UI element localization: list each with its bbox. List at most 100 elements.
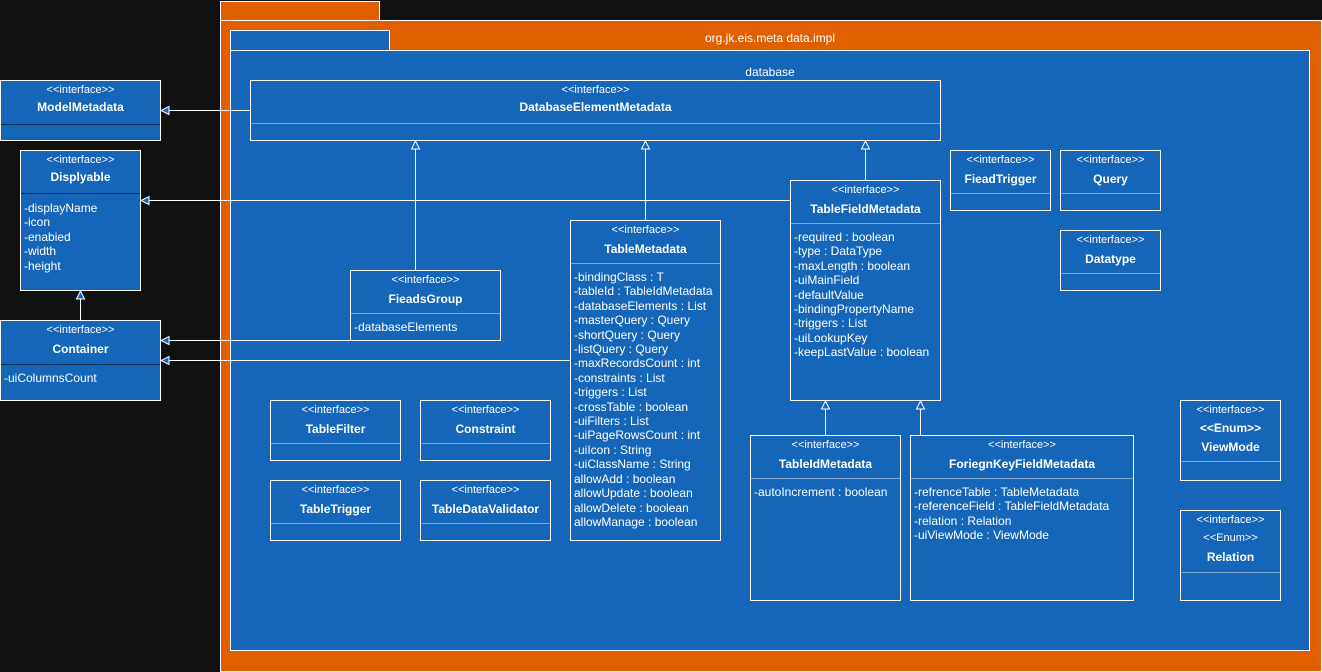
class-table-id-metadata: <<interface>> TableIdMetadata -autoIncre…: [750, 435, 901, 601]
stereotype: <<interface>>: [1076, 154, 1145, 166]
attribute: -icon: [24, 215, 51, 230]
class-name: ForiegnKeyFieldMetadata: [948, 457, 1096, 471]
compartment-divider: [271, 523, 400, 524]
stereotype: <<interface>>: [46, 84, 115, 96]
outer-package-tab: [220, 1, 380, 20]
class-fieads-group: <<interface>> FieadsGroup -databaseEleme…: [350, 270, 501, 341]
attribute: -defaultValue: [794, 287, 864, 302]
enum-stereotype: <<Enum>>: [1203, 532, 1258, 544]
class-name: FieadsGroup: [388, 292, 463, 306]
attribute: -uiMainField: [794, 273, 860, 288]
stereotype: <<interface>>: [46, 324, 115, 336]
compartment-divider: [21, 193, 140, 194]
stereotype: <<interface>>: [966, 154, 1035, 166]
attribute-list: -databaseElements: [354, 320, 498, 334]
attribute: -constraints : List: [574, 370, 665, 385]
compartment-divider: [1181, 572, 1280, 573]
compartment-divider: [951, 193, 1050, 194]
class-query: <<interface>> Query: [1060, 150, 1161, 211]
attribute-list: -refrenceTable : TableMetadata -referenc…: [914, 485, 1131, 543]
class-table-trigger: <<interface>> TableTrigger: [270, 480, 401, 541]
stereotype: <<interface>>: [46, 154, 115, 166]
attribute: allowManage : boolean: [574, 514, 698, 529]
attribute: -bindingPropertyName: [794, 302, 915, 317]
stereotype: <<interface>>: [791, 439, 860, 451]
class-name: Displyable: [50, 170, 111, 184]
class-name: ModelMetadata: [37, 100, 124, 114]
attribute: -uiClassName : String: [574, 457, 691, 472]
attribute: -relation : Relation: [914, 513, 1012, 528]
attribute: -required : boolean: [794, 230, 895, 244]
attribute-list: -displayName -icon -enabied -width -heig…: [24, 201, 138, 273]
attribute-list: -uiColumnsCount: [4, 371, 158, 385]
attribute: -triggers : List: [574, 385, 647, 400]
class-name: TableIdMetadata: [778, 457, 873, 471]
compartment-divider: [1, 364, 160, 365]
class-name: Query: [1093, 172, 1128, 186]
attribute: -enabied: [24, 229, 71, 244]
stereotype: <<interface>>: [561, 84, 630, 96]
attribute: -shortQuery : Query: [574, 327, 681, 342]
class-database-element-metadata: <<interface>> DatabaseElementMetadata: [250, 80, 941, 141]
class-name: Datatype: [1085, 252, 1136, 266]
class-table-data-validator: <<interface>> TableDataValidator: [420, 480, 551, 541]
stereotype: <<interface>>: [1076, 234, 1145, 246]
attribute: -databaseElements : List: [574, 298, 707, 313]
stereotype: <<interface>>: [611, 224, 680, 236]
compartment-divider: [421, 523, 550, 524]
class-name: TableDataValidator: [431, 502, 540, 516]
attribute-list: -required : boolean -type : DataType -ma…: [794, 230, 938, 360]
compartment-divider: [271, 443, 400, 444]
class-table-metadata: <<interface>> TableMetadata -bindingClas…: [570, 220, 721, 541]
stereotype: <<interface>>: [301, 484, 370, 496]
compartment-divider: [251, 123, 940, 124]
attribute: -crossTable : boolean: [574, 399, 689, 414]
compartment-divider: [1181, 461, 1280, 462]
attribute: -triggers : List: [794, 316, 867, 331]
class-name: TableMetadata: [604, 242, 687, 256]
stereotype: <<interface>>: [301, 404, 370, 416]
inner-package-title: database: [745, 65, 795, 79]
attribute: -refrenceTable : TableMetadata: [914, 485, 1080, 499]
edge-fieadsgroup-to-container: [161, 320, 351, 341]
class-name: Container: [52, 342, 109, 356]
stereotype: <<interface>>: [391, 274, 460, 286]
class-name: TableFieldMetadata: [810, 202, 921, 216]
attribute: -keepLastValue : boolean: [794, 345, 930, 360]
compartment-divider: [911, 478, 1133, 479]
class-name: TableTrigger: [299, 502, 372, 516]
stereotype: <<interface>>: [1196, 404, 1265, 416]
enum-view-mode: <<interface>> <<Enum>> ViewMode: [1180, 400, 1281, 481]
attribute: -uiColumnsCount: [4, 371, 97, 385]
outer-package-title: org.jk.eis.meta data.impl: [704, 31, 836, 45]
attribute: -masterQuery : Query: [574, 313, 691, 328]
attribute: -uiIcon : String: [574, 442, 652, 457]
attribute: allowAdd : boolean: [574, 471, 676, 486]
class-datatype: <<interface>> Datatype: [1060, 230, 1161, 291]
class-table-field-metadata: <<interface>> TableFieldMetadata -requir…: [790, 180, 941, 401]
stereotype: <<interface>>: [451, 404, 520, 416]
inner-package-tab: [230, 30, 390, 50]
attribute: -referenceField : TableFieldMetadata: [914, 499, 1110, 514]
attribute: -autoIncrement : boolean: [754, 485, 888, 499]
class-model-metadata: <<interface>> ModelMetadata: [0, 80, 161, 141]
compartment-divider: [1061, 273, 1160, 274]
compartment-divider: [791, 223, 940, 224]
class-displyable: <<interface>> Displyable -displayName -i…: [20, 150, 141, 291]
class-container: <<interface>> Container -uiColumnsCount: [0, 320, 161, 401]
attribute: -uiLookupKey: [794, 330, 868, 345]
class-foreign-key-field-metadata: <<interface>> ForiegnKeyFieldMetadata -r…: [910, 435, 1134, 601]
class-name: DatabaseElementMetadata: [519, 100, 672, 114]
class-name: Relation: [1206, 550, 1255, 564]
compartment-divider: [351, 313, 500, 314]
attribute: -tableId : TableIdMetadata: [574, 284, 713, 299]
attribute: -bindingClass : T: [574, 270, 664, 284]
compartment-divider: [571, 263, 720, 264]
attribute: -uiViewMode : ViewMode: [914, 528, 1049, 543]
attribute-list: -bindingClass : T -tableId : TableIdMeta…: [574, 270, 718, 529]
attribute: -width: [24, 244, 57, 259]
attribute: -databaseElements: [354, 320, 458, 334]
attribute: -uiPageRowsCount : int: [574, 428, 701, 443]
attribute: -displayName: [24, 201, 98, 215]
